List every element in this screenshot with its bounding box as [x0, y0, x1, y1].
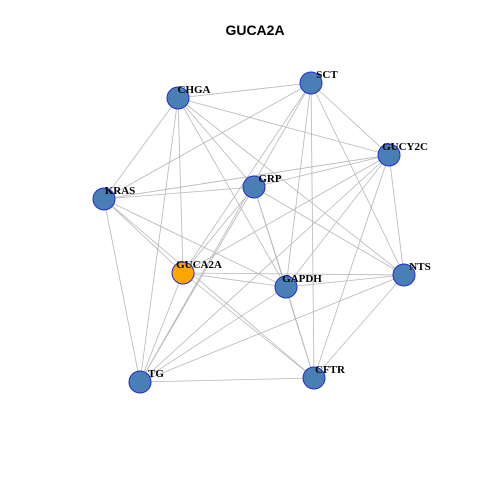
edge-gapdh-cftr [285, 286, 315, 379]
edge-gapdh-tg [139, 286, 287, 383]
nodes-layer: SCT CHGA GUCY2C GRP KRAS GUCA2A NTS GAPDH TG CFTR [92, 69, 431, 394]
edge-chga-guca2a [177, 97, 184, 274]
edge-kras-gapdh [103, 198, 287, 288]
node-circle-tg [128, 370, 152, 394]
edge-chga-nts [177, 97, 405, 276]
edge-gucy2c-tg [139, 154, 390, 383]
edge-chga-kras [103, 97, 179, 200]
node-kras: KRAS [92, 185, 136, 211]
node-label-kras: KRAS [105, 185, 136, 197]
edge-gucy2c-cftr [313, 154, 390, 379]
node-label-guca2a: GUCA2A [176, 259, 222, 271]
node-grp: GRP [242, 173, 282, 199]
edge-sct-tg [139, 82, 312, 383]
node-circle-guca2a [171, 261, 195, 285]
node-cftr: CFTR [302, 364, 346, 390]
edge-kras-tg [103, 198, 141, 383]
node-gapdh: GAPDH [274, 273, 322, 299]
edge-kras-cftr [103, 198, 315, 379]
edge-kras-guca2a [103, 198, 184, 274]
node-circle-kras [92, 187, 116, 211]
edge-chga-grp [177, 97, 255, 188]
node-label-gapdh: GAPDH [282, 273, 322, 285]
edge-guca2a-cftr [182, 272, 315, 379]
edge-guca2a-nts [182, 272, 405, 276]
edge-nts-tg [139, 274, 405, 383]
node-tg: TG [128, 368, 164, 394]
node-circle-gapdh [274, 275, 298, 299]
node-circle-chga [166, 86, 190, 110]
node-chga: CHGA [166, 84, 211, 110]
node-circle-cftr [302, 366, 326, 390]
edge-sct-cftr [310, 82, 315, 379]
edge-gucy2c-nts [388, 154, 405, 276]
node-label-gucy2c: GUCY2C [382, 141, 428, 153]
node-label-grp: GRP [258, 173, 282, 185]
node-label-sct: SCT [316, 69, 338, 81]
edge-grp-nts [253, 186, 405, 276]
edge-kras-grp [103, 186, 255, 200]
edge-sct-gapdh [285, 82, 312, 288]
node-circle-gucy2c [377, 143, 401, 167]
edge-tg-cftr [139, 377, 315, 383]
edge-nts-cftr [313, 274, 405, 379]
edge-gapdh-nts [285, 274, 405, 288]
edge-guca2a-gapdh [182, 272, 287, 288]
graph-title: GUCA2A [225, 22, 284, 38]
edge-chga-sct [177, 82, 312, 99]
node-circle-nts [392, 263, 416, 287]
edge-chga-gucy2c [177, 97, 390, 156]
edge-gucy2c-grp [253, 154, 390, 188]
edge-gucy2c-kras [103, 154, 390, 200]
edge-sct-nts [310, 82, 405, 276]
node-label-tg: TG [148, 368, 164, 380]
node-nts: NTS [392, 261, 431, 287]
edge-sct-gucy2c [310, 82, 390, 156]
node-label-nts: NTS [409, 261, 430, 273]
edge-gucy2c-guca2a [182, 154, 390, 274]
node-label-chga: CHGA [178, 84, 211, 96]
node-label-cftr: CFTR [315, 364, 346, 376]
edge-grp-guca2a [182, 186, 255, 274]
edge-guca2a-tg [139, 272, 184, 383]
edges-layer [103, 82, 405, 383]
node-gucy2c: GUCY2C [377, 141, 428, 167]
node-guca2a: GUCA2A [171, 259, 222, 285]
edge-sct-kras [103, 82, 312, 200]
node-circle-sct [299, 71, 323, 95]
node-sct: SCT [299, 69, 338, 95]
edge-chga-tg [139, 97, 179, 383]
edge-gucy2c-gapdh [285, 154, 390, 288]
node-circle-grp [242, 175, 266, 199]
edge-chga-gapdh [177, 97, 287, 288]
